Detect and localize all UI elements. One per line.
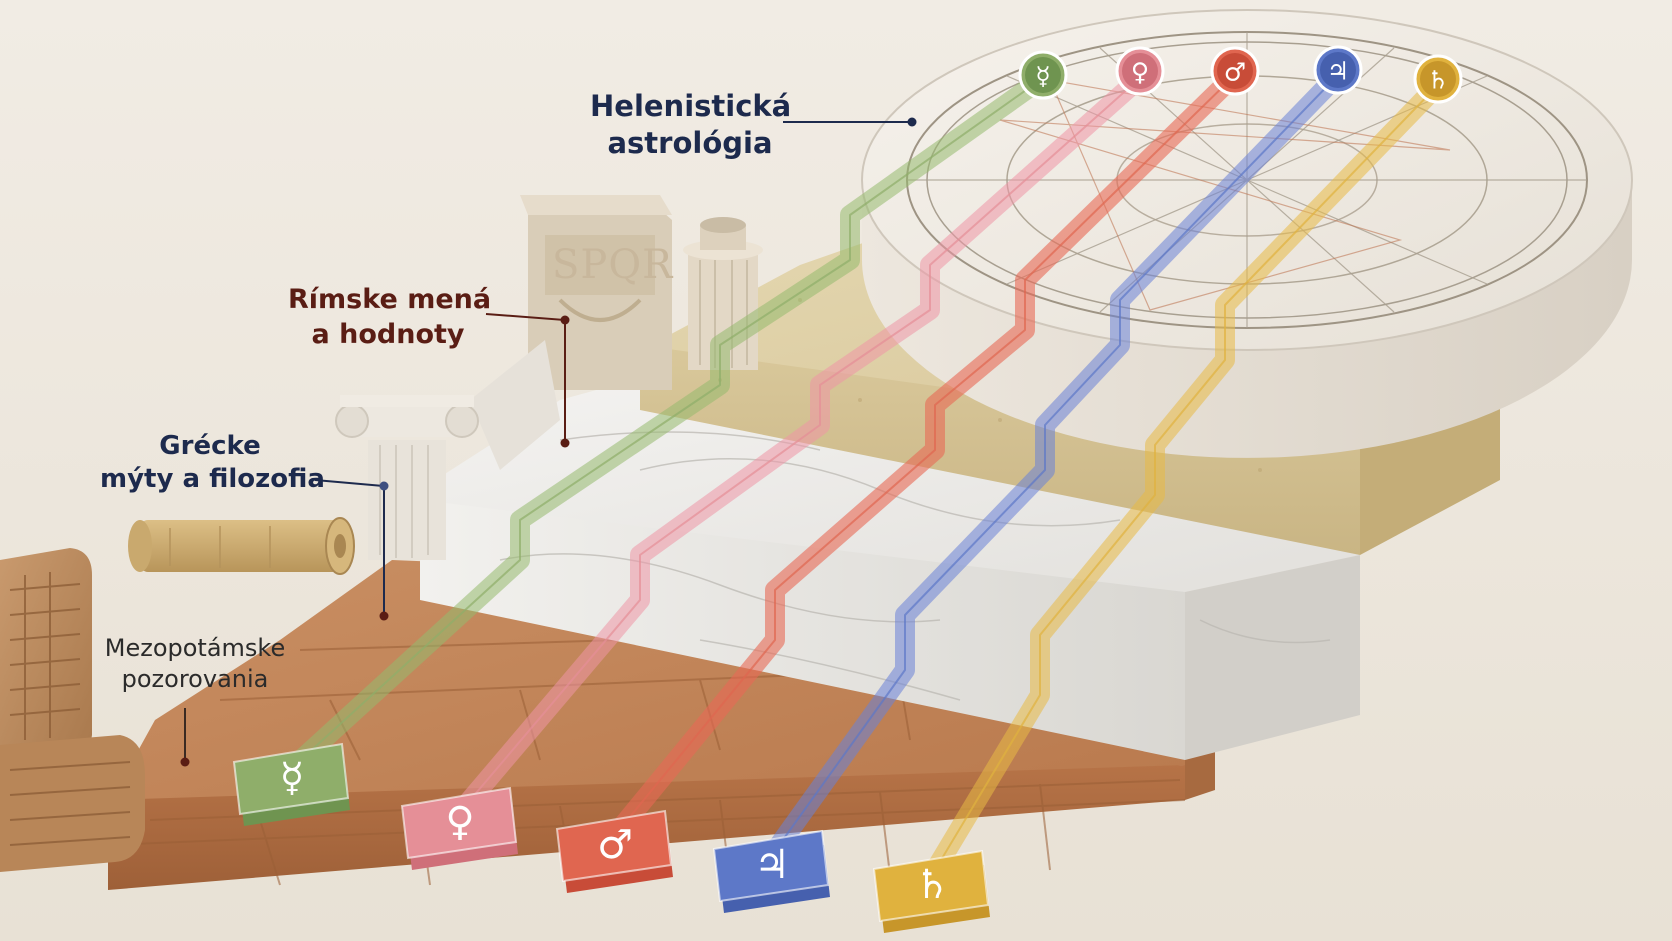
tile-symbol-mercury: ☿ xyxy=(280,755,305,801)
coin-symbol-mercury: ☿ xyxy=(1035,62,1050,91)
era-label-greek: Grécke mýty a filozofia xyxy=(100,430,325,496)
coin-symbol-mars: ♂ xyxy=(1224,58,1246,87)
tile-mercury: ☿ xyxy=(232,742,350,826)
stele-inscription: SPQR xyxy=(552,242,674,288)
coin-mars: ♂ xyxy=(1210,46,1260,96)
era-label-line: astrológia xyxy=(607,126,773,160)
coin-mercury: ☿ xyxy=(1018,50,1068,100)
band-edge-jupiter xyxy=(771,74,1339,856)
band-edge-mars xyxy=(614,74,1236,836)
tile-mars: ♂ xyxy=(555,809,673,893)
tile-symbol-saturn: ♄ xyxy=(914,862,950,908)
coin-saturn: ♄ xyxy=(1413,54,1463,104)
band-edge-mercury xyxy=(291,77,1044,769)
connector-gre-dot-top xyxy=(379,481,389,491)
band-edge-venus xyxy=(459,77,1141,813)
planet-bands xyxy=(282,65,1448,885)
band-edge-saturn xyxy=(931,84,1439,876)
era-label-line: Mezopotámske xyxy=(104,634,286,662)
era-label-line: a hodnoty xyxy=(311,319,465,350)
label-connectors xyxy=(180,117,917,767)
era-label-line: mýty a filozofia xyxy=(100,464,325,494)
era-label-roman: Rímske mená a hodnoty xyxy=(288,282,492,352)
tile-venus: ♀ xyxy=(400,786,518,870)
connector-hel-dot xyxy=(907,117,917,127)
coin-symbol-jupiter: ♃ xyxy=(1327,57,1349,86)
tile-saturn: ♄ xyxy=(872,849,990,933)
connector-rim-dot-bottom xyxy=(560,438,570,448)
coin-symbol-saturn: ♄ xyxy=(1427,66,1449,95)
era-label-hellenistic: Helenistická astrológia xyxy=(590,88,792,162)
tile-jupiter: ♃ xyxy=(712,829,830,913)
planet-tiles: ☿ ♀ ♂ ♃ ♄ xyxy=(232,742,990,933)
era-label-line: Helenistická xyxy=(590,89,792,123)
papyrus-scroll xyxy=(128,517,355,575)
era-label-line: pozorovania xyxy=(121,665,269,693)
connector-rim-dot-top xyxy=(560,315,570,325)
tile-symbol-mars: ♂ xyxy=(597,822,633,868)
connector-mez-dot xyxy=(180,757,190,767)
era-label-mesopotamian: Mezopotámske pozorovania xyxy=(95,633,295,695)
planet-coins: ☿ ♀ ♂ ♃ ♄ xyxy=(1018,45,1463,104)
cuneiform-tablet xyxy=(0,548,145,872)
coin-symbol-venus: ♀ xyxy=(1131,58,1149,87)
connector-gre-dot-bottom xyxy=(379,611,389,621)
tile-symbol-jupiter: ♃ xyxy=(754,842,790,888)
era-label-line: Grécke xyxy=(159,431,261,461)
tile-symbol-venus: ♀ xyxy=(445,799,474,845)
greek-column xyxy=(335,340,560,560)
coin-jupiter: ♃ xyxy=(1313,45,1363,95)
era-label-line: Rímske mená xyxy=(288,284,492,315)
coin-venus: ♀ xyxy=(1115,46,1165,96)
